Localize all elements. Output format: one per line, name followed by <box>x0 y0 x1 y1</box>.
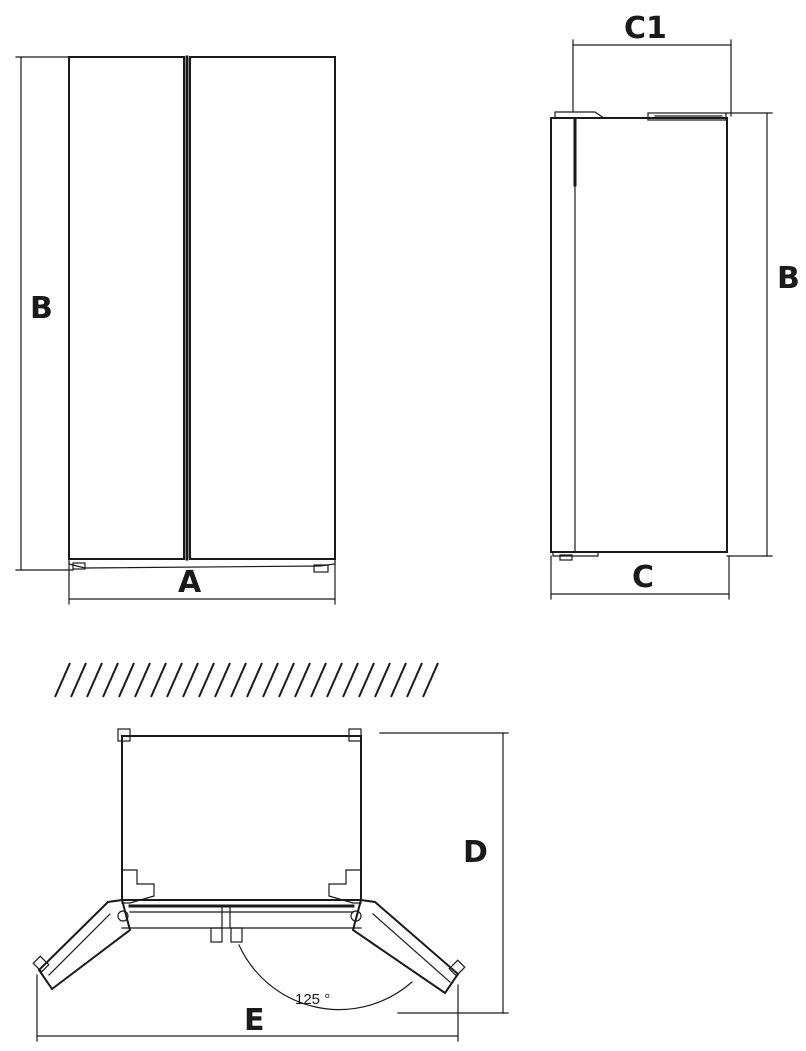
right-door-handle <box>448 959 466 977</box>
side-base <box>552 551 599 557</box>
label-c1: C1 <box>624 11 667 46</box>
label-b-side: B <box>777 261 800 296</box>
handle-left <box>210 927 223 943</box>
left-door-inner <box>48 913 111 976</box>
top-hinge <box>554 111 605 119</box>
right-foot <box>313 564 329 573</box>
label-b-front: B <box>30 291 53 326</box>
side-foot <box>559 554 573 561</box>
back-spacer-left <box>117 728 131 742</box>
right-open-door <box>351 898 460 995</box>
handle-right <box>230 927 243 943</box>
right-door-inner <box>372 913 451 983</box>
top-cover <box>647 112 727 121</box>
door-angle-arc <box>238 944 413 1011</box>
hinge-bracket-left <box>121 869 155 904</box>
label-d: D <box>463 835 488 870</box>
top-cabinet <box>121 735 362 901</box>
label-c: C <box>632 560 654 595</box>
front-view: B A <box>15 55 336 605</box>
right-hinge-pin <box>350 910 362 922</box>
door-angle-label: 125 ° <box>295 991 330 1008</box>
wall-hatching <box>54 662 439 698</box>
right-door <box>189 56 336 560</box>
left-open-door <box>37 898 132 991</box>
top-view: 125 ° D E <box>32 662 509 1042</box>
left-door <box>68 56 185 560</box>
back-spacer-right <box>348 728 362 742</box>
label-e: E <box>244 1003 265 1038</box>
front-base <box>68 558 336 569</box>
side-view: C1 B C <box>550 11 800 600</box>
left-hinge-pin <box>117 910 129 922</box>
side-cabinet <box>550 117 728 553</box>
left-foot <box>72 562 86 570</box>
hinge-bracket-right <box>328 869 362 904</box>
label-a: A <box>178 565 202 600</box>
left-door-handle <box>32 955 50 973</box>
